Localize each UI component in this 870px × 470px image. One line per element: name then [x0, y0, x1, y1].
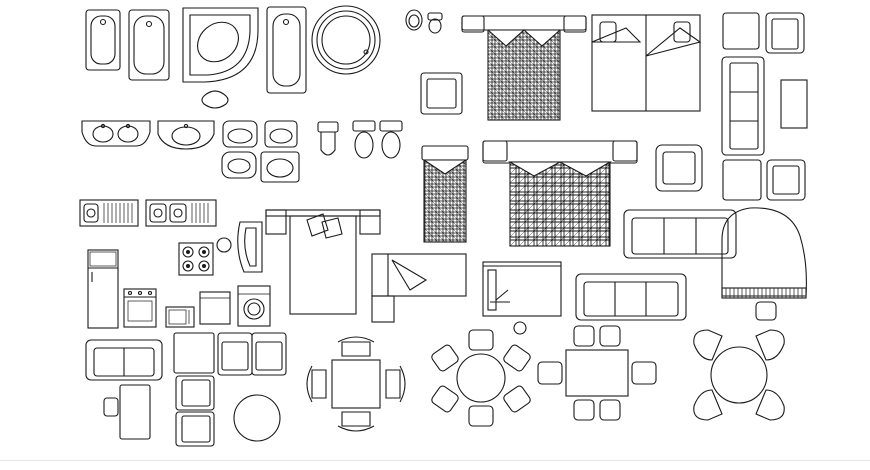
gas-hob: [178, 242, 214, 276]
oven: [123, 288, 157, 328]
toilet-3: [379, 120, 403, 159]
double-bed-middle: [482, 140, 638, 247]
round-table-4-lounge-chairs: [693, 329, 785, 421]
basin-3: [221, 151, 257, 179]
armchair-top-right: [765, 12, 805, 54]
basin-2: [264, 120, 298, 148]
cabinet: [199, 291, 231, 325]
chair-mid-right: [722, 159, 762, 201]
armchair-left: [655, 144, 703, 192]
single-bed-hatched: [421, 145, 469, 243]
square-table-4-chairs: [306, 336, 406, 432]
basin-1: [222, 120, 258, 148]
double-sink-2: [145, 199, 217, 227]
side-chair-curved: [237, 221, 263, 273]
armchair-pair-1: [217, 332, 287, 376]
chair-top-right: [722, 12, 760, 50]
basin-vanity: [157, 120, 215, 150]
toilet-2: [352, 120, 376, 159]
armchair-mid-right: [766, 159, 806, 201]
loveseat: [85, 339, 163, 381]
bathtub-3: [266, 6, 307, 94]
three-seat-sofa-1: [623, 209, 737, 259]
double-bed-top: [461, 15, 587, 121]
wash-basin-small: [405, 9, 423, 31]
wardrobe-bed: [482, 261, 562, 335]
chair-square: [173, 332, 215, 374]
round-table-6-chairs: [431, 329, 531, 427]
wall-toilet-small: [427, 12, 443, 34]
round-table-plain: [233, 394, 281, 442]
double-sink-1: [79, 199, 139, 227]
corner-bathtub: [182, 7, 259, 83]
round-bathtub: [311, 5, 381, 75]
bathtub-1: [85, 9, 121, 71]
armchair-pair-2: [175, 375, 215, 447]
double-basin-vanity: [81, 120, 151, 147]
three-seat-sofa-2: [575, 273, 687, 321]
sheet-bottom-border: [0, 460, 870, 461]
grand-piano: [721, 207, 807, 321]
washing-machine: [237, 285, 271, 327]
bathtub-2: [128, 9, 170, 81]
sofa-vertical: [721, 56, 765, 156]
oval-basin: [201, 90, 229, 109]
single-bed: [371, 253, 467, 323]
basin-4: [260, 151, 300, 183]
twin-beds: [591, 14, 702, 112]
side-table: [780, 79, 808, 129]
microwave: [165, 306, 195, 328]
armchair-small: [420, 72, 463, 115]
desk-chair: [103, 384, 151, 440]
double-bed-outline: [265, 209, 381, 315]
rect-table-6-chairs: [537, 325, 657, 421]
toilet-1: [317, 121, 339, 156]
refrigerator: [87, 249, 119, 329]
round-stool: [216, 237, 232, 253]
